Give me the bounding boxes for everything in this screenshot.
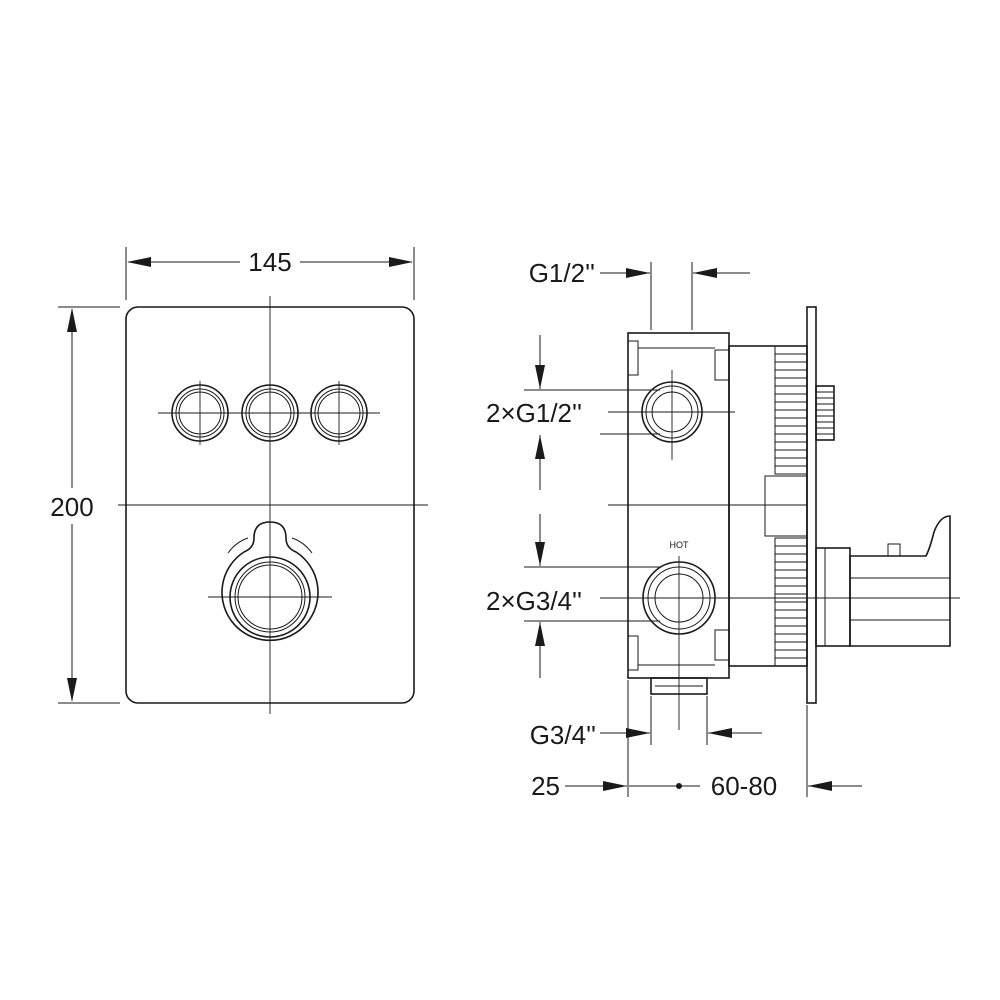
side-handle xyxy=(815,515,951,647)
thread-lines xyxy=(775,353,807,659)
depth-b-label: 60-80 xyxy=(711,771,778,801)
push-button-right xyxy=(310,384,368,442)
depth-a-label: 25 xyxy=(531,771,560,801)
side-view: HOT G1/2'' 2×G1/2'' xyxy=(486,258,960,801)
top-port-label: G1/2'' xyxy=(529,258,595,288)
width-dimension: 145 xyxy=(125,247,415,300)
valve-body xyxy=(627,332,730,679)
rotate-right-arc xyxy=(291,537,313,554)
width-label: 145 xyxy=(248,247,291,277)
rotate-left-arc xyxy=(227,537,249,554)
upper-ports-label: 2×G1/2'' xyxy=(486,398,582,428)
lower-ports-dimension: 2×G3/4'' xyxy=(486,514,660,678)
bottom-port-dimension: G3/4'' xyxy=(530,696,762,750)
bottom-fixing-lug xyxy=(714,629,730,661)
push-button-left xyxy=(171,384,229,442)
wall-plate xyxy=(806,306,817,704)
temperature-knob xyxy=(221,521,319,642)
lower-ports-label: 2×G3/4'' xyxy=(486,586,582,616)
front-view: 145 200 xyxy=(50,247,428,714)
button-stem-ribs xyxy=(816,391,834,435)
bottom-port-label: G3/4'' xyxy=(530,720,596,750)
top-fixing-lug xyxy=(714,349,730,381)
hot-label: HOT xyxy=(670,540,690,550)
height-dimension: 200 xyxy=(50,306,120,704)
body-inner-top xyxy=(627,340,639,376)
top-port-dimension: G1/2'' xyxy=(529,258,750,330)
body-inner-bottom xyxy=(627,635,639,671)
middle-collar xyxy=(764,475,808,537)
depth-dimension: 25 60-80 xyxy=(531,680,862,801)
upper-ports-dimension: 2×G1/2'' xyxy=(486,335,660,490)
button-stem xyxy=(815,385,835,441)
height-label: 200 xyxy=(50,492,93,522)
push-button-middle xyxy=(241,384,299,442)
